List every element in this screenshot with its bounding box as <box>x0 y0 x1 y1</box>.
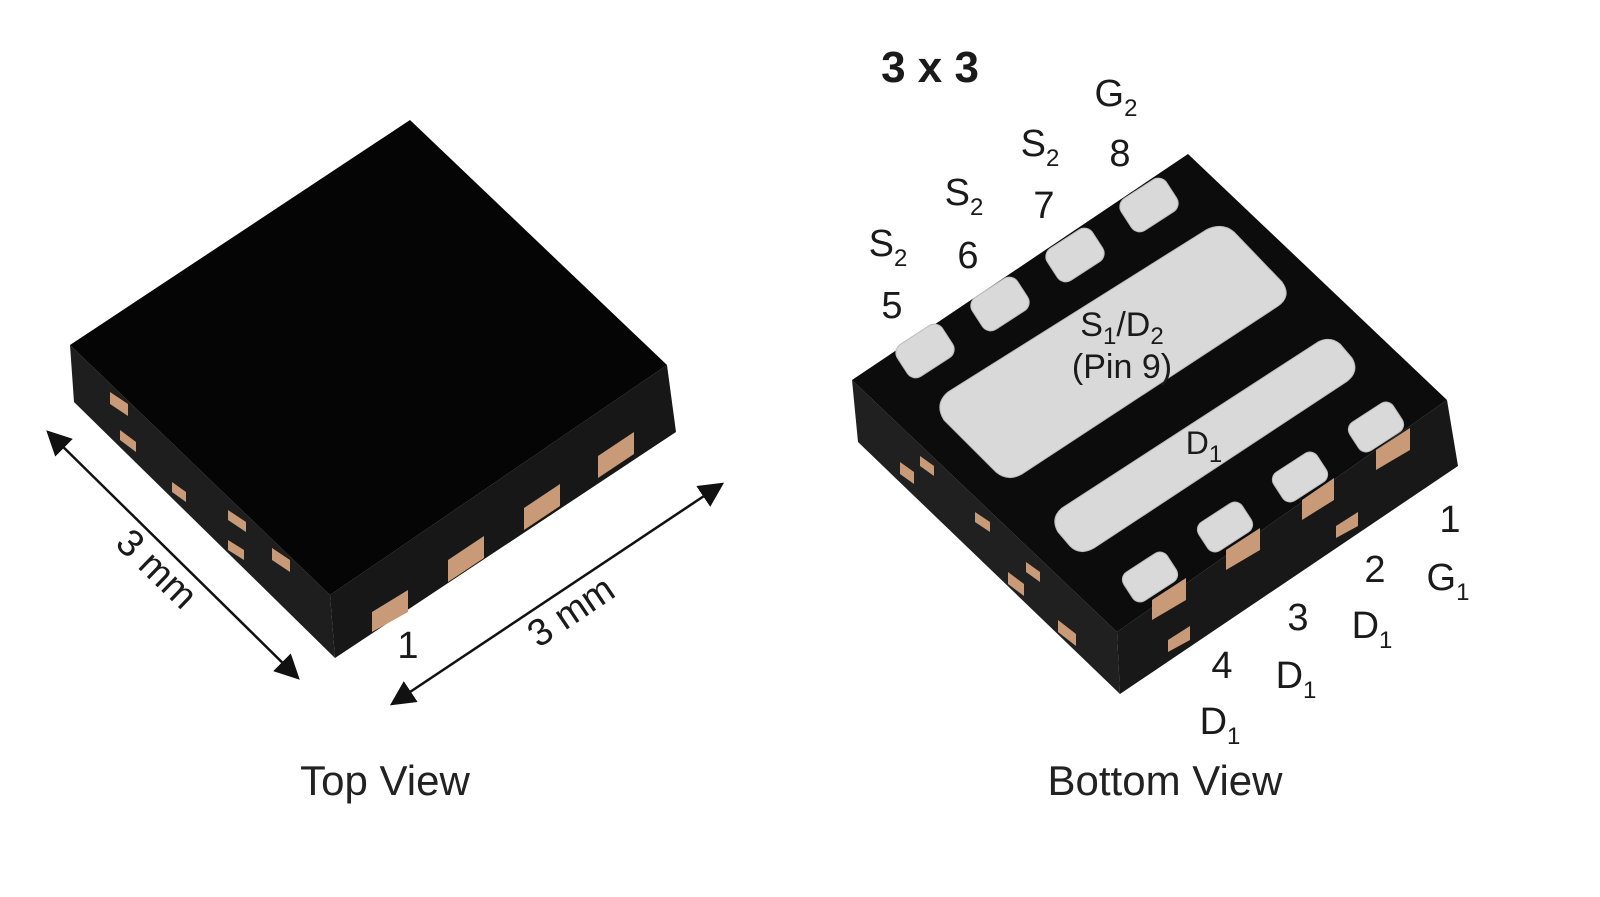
pad-d1-exposed <box>1054 338 1356 552</box>
pad-1 <box>1347 401 1405 453</box>
svg-text:D1: D1 <box>1276 655 1317 704</box>
pad-8 <box>1119 177 1179 233</box>
pad-6 <box>970 276 1030 332</box>
pad9-note: (Pin 9) <box>1072 348 1172 386</box>
pad-3 <box>1196 501 1254 553</box>
package-top-face <box>70 120 667 595</box>
svg-text:G2: G2 <box>1095 73 1138 122</box>
svg-text:S2: S2 <box>945 172 984 221</box>
svg-text:5: 5 <box>881 285 902 327</box>
svg-text:8: 8 <box>1109 133 1130 175</box>
pad9-name: S1/D2 <box>1080 306 1163 350</box>
pin-label-2: 2 D1 <box>1352 549 1393 654</box>
svg-text:6: 6 <box>957 235 978 277</box>
pin-label-8: G2 8 <box>1095 73 1138 175</box>
pad-d1-label: D1 <box>1186 425 1222 468</box>
package-bottom-face <box>852 154 1447 632</box>
pin-label-5: S2 5 <box>869 223 908 327</box>
package-side-left <box>852 380 1120 694</box>
pin-label-3: 3 D1 <box>1276 597 1317 704</box>
svg-text:S2: S2 <box>869 223 908 272</box>
pin-label-6: S2 6 <box>945 172 984 277</box>
pad-2 <box>1271 451 1329 503</box>
pin-label-4: 4 D1 <box>1200 645 1241 750</box>
bottom-view-package <box>852 154 1458 694</box>
small-pads <box>895 177 1405 603</box>
svg-text:D1: D1 <box>1352 605 1393 654</box>
svg-text:1: 1 <box>1439 499 1460 541</box>
svg-text:4: 4 <box>1211 645 1232 687</box>
pad-7 <box>1045 227 1105 283</box>
pad-9-exposed <box>939 226 1287 478</box>
pin-label-1: 1 G1 <box>1427 499 1470 606</box>
svg-text:S2: S2 <box>1021 123 1060 172</box>
pad-5 <box>895 323 955 379</box>
package-side-right <box>1117 400 1458 694</box>
pin1-marker: 1 <box>397 625 418 667</box>
svg-text:7: 7 <box>1033 185 1054 227</box>
dimension-label-left: 3 mm <box>108 521 206 617</box>
svg-text:2: 2 <box>1364 549 1385 591</box>
dimension-arrow-right <box>389 482 725 706</box>
bottom-view-label: Bottom View <box>1048 757 1284 804</box>
copper-pads-side <box>900 428 1410 652</box>
dimension-label-right: 3 mm <box>520 568 622 656</box>
dimension-arrow-left <box>46 430 300 680</box>
svg-text:D1: D1 <box>1200 701 1241 750</box>
pin-label-7: S2 7 <box>1021 123 1060 227</box>
svg-text:G1: G1 <box>1427 557 1470 606</box>
package-size-title: 3 x 3 <box>881 43 979 92</box>
svg-text:3: 3 <box>1287 597 1308 639</box>
top-view-label: Top View <box>300 757 470 804</box>
pad-4 <box>1121 551 1179 603</box>
